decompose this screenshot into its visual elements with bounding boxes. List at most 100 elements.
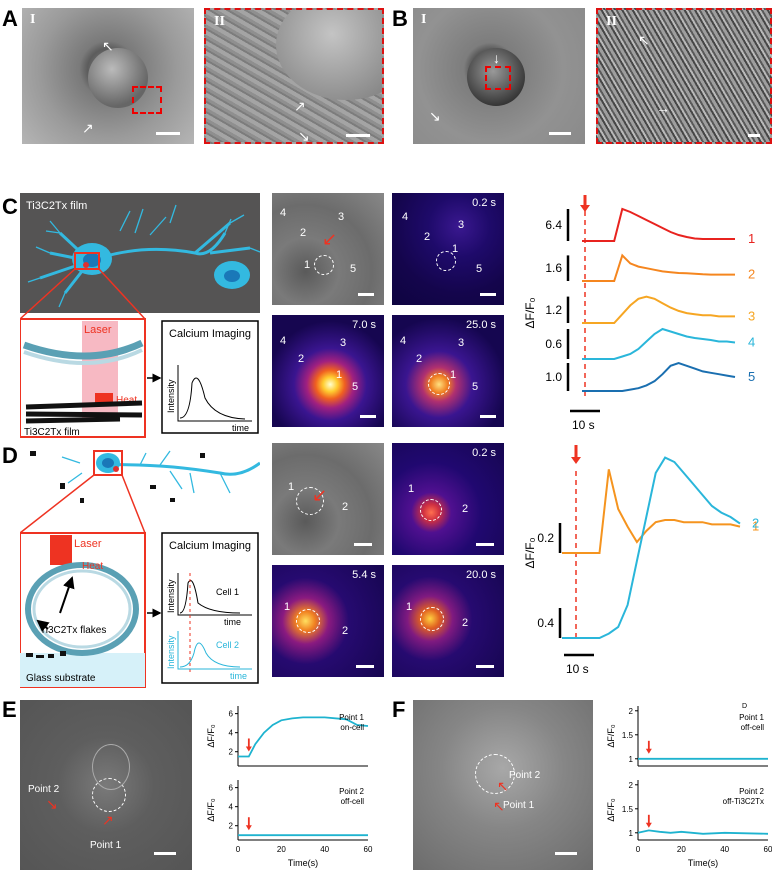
arrow-icon: ↙ bbox=[312, 485, 328, 505]
trace-1 bbox=[562, 469, 741, 554]
annotation: Point 1 bbox=[739, 713, 764, 722]
amp-scale-label: 0.6 bbox=[545, 337, 562, 351]
sem-image-b1: I ↘ ↓ bbox=[413, 8, 585, 144]
time-label: time bbox=[232, 423, 249, 433]
arrow-icon: ↖ bbox=[493, 798, 505, 814]
chart-d: ΔF/F₀ 120.20.4 10 s bbox=[523, 445, 759, 676]
sem-image-a1: I ↖ ↗ bbox=[22, 8, 194, 144]
laser-label: Laser bbox=[84, 324, 112, 336]
annotation: off-cell bbox=[341, 797, 365, 806]
x-tick-label: 0 bbox=[236, 845, 241, 854]
y-tick-label: 6 bbox=[229, 710, 234, 719]
sublabel: II bbox=[214, 14, 225, 29]
annotation: Point 2 bbox=[739, 787, 764, 796]
trace-4 bbox=[582, 327, 736, 360]
time-label-2: time bbox=[230, 671, 247, 681]
scale-bar bbox=[549, 132, 571, 135]
y-tick-label: 1.5 bbox=[622, 805, 634, 814]
amp-scale-label: 1.6 bbox=[545, 261, 562, 275]
laser-arrow-head bbox=[245, 746, 252, 752]
schematic-c: Ti3C2Tx film Laser Heat Ti3C2Tx film Cal… bbox=[20, 193, 260, 438]
cell1-label: Cell 1 bbox=[216, 587, 239, 597]
x-tick-label: 60 bbox=[364, 845, 373, 854]
film-label-bottom: Ti3C2Tx film bbox=[24, 427, 80, 438]
y-tick-label: 2 bbox=[629, 781, 634, 790]
x-tick-label: 60 bbox=[764, 845, 772, 854]
trace-2 bbox=[582, 253, 735, 282]
cell2-label: Cell 2 bbox=[216, 640, 239, 650]
micro-d-20.0s: 20.0 s 1 2 bbox=[392, 565, 504, 677]
y-tick-label: 4 bbox=[229, 729, 234, 738]
intensity-label-2: Intensity bbox=[166, 635, 176, 669]
chart-c-ylabel: ΔF/F₀ bbox=[523, 297, 537, 328]
micro-d-5.4s: 5.4 s 1 2 bbox=[272, 565, 384, 677]
sublabel: II bbox=[606, 14, 617, 29]
box-title: Calcium Imaging bbox=[169, 540, 251, 552]
micro-f-brightfield: Point 2 Point 1 ↖ ↖ bbox=[413, 700, 593, 870]
substrate-label: Glass substrate bbox=[26, 673, 96, 684]
scale-bar bbox=[156, 132, 180, 135]
x-axis-label: Time(s) bbox=[688, 858, 718, 868]
panel-label-d: D bbox=[2, 443, 18, 468]
y-axis-label: ΔF/F₀ bbox=[606, 724, 616, 748]
schematic-d: Laser Heat Ti3C2Tx flakes Glass substrat… bbox=[20, 450, 260, 688]
zoom-box bbox=[132, 86, 162, 114]
arrow-icon: ↖ bbox=[497, 778, 509, 794]
y-tick-label: 2 bbox=[629, 707, 634, 716]
laser-arrow-head bbox=[645, 822, 652, 828]
arrow-icon: ↖ bbox=[102, 38, 114, 54]
flakes-label: Ti3C2Tx flakes bbox=[40, 625, 106, 636]
x-tick-label: 0 bbox=[636, 845, 641, 854]
trace-3 bbox=[582, 295, 735, 324]
sem-image-a2: II ↗ ↘ bbox=[204, 8, 384, 144]
film-label: Ti3C2Tx film bbox=[26, 200, 87, 212]
y-tick-label: 4 bbox=[229, 803, 234, 812]
panel-label-e: E bbox=[2, 697, 17, 722]
series-line bbox=[637, 829, 769, 835]
x-tick-label: 20 bbox=[677, 845, 686, 854]
arrow-icon: ↖ bbox=[638, 32, 650, 48]
y-axis-label: ΔF/F₀ bbox=[206, 798, 216, 822]
heat-label: Heat bbox=[116, 395, 137, 406]
x-tick-label: 40 bbox=[720, 845, 729, 854]
trace-label-2: 2 bbox=[748, 267, 755, 282]
cell-membrane bbox=[276, 10, 382, 100]
annotation: off-Ti3C2Tx bbox=[723, 797, 764, 806]
micro-e-brightfield: Point 2 Point 1 ↘ ↗ bbox=[20, 700, 192, 870]
chart-d-ylabel: ΔF/F₀ bbox=[523, 537, 537, 568]
arrow-icon: ↗ bbox=[102, 812, 114, 828]
y-tick-label: 1 bbox=[629, 755, 634, 764]
y-tick-label: 1 bbox=[629, 829, 634, 838]
scale-bar bbox=[748, 134, 760, 137]
time-label: time bbox=[224, 617, 241, 627]
scale-bar bbox=[346, 134, 370, 137]
trace-5 bbox=[582, 361, 736, 392]
x-tick-label: 20 bbox=[277, 845, 286, 854]
y-tick-label: 2 bbox=[229, 748, 234, 757]
laser-label: Laser bbox=[74, 538, 102, 550]
arrow-icon: ↗ bbox=[294, 98, 306, 114]
laser-arrow-head bbox=[571, 457, 581, 464]
annotation: Point 1 bbox=[339, 713, 364, 722]
trace-label-1: 1 bbox=[752, 519, 759, 534]
micro-c-25.0s: 25.0 s 1 2 3 4 5 bbox=[392, 315, 504, 427]
arrow-icon: ↘ bbox=[298, 128, 310, 144]
amp-scale-label: 1.0 bbox=[545, 370, 562, 384]
micro-c-0.2s: 0.2 s 1 2 3 4 5 bbox=[392, 193, 504, 305]
amp-scale-label: 0.2 bbox=[537, 531, 554, 545]
trace-1 bbox=[582, 207, 735, 242]
y-axis-label: ΔF/F₀ bbox=[206, 724, 216, 748]
arrow-icon: ↘ bbox=[429, 108, 441, 124]
trace-label-4: 4 bbox=[748, 335, 755, 350]
trace-label-5: 5 bbox=[748, 369, 755, 384]
y-tick-label: 6 bbox=[229, 784, 234, 793]
micro-d-0.2s: 0.2 s 1 2 bbox=[392, 443, 504, 555]
micro-c-brightfield: 1 2 3 4 5 ↙ bbox=[272, 193, 384, 305]
panel-label-c: C bbox=[2, 194, 18, 219]
time-scale-label: 10 s bbox=[572, 418, 595, 432]
arrow-icon: ↓ bbox=[493, 50, 500, 66]
arrow-icon: ↗ bbox=[82, 120, 94, 136]
